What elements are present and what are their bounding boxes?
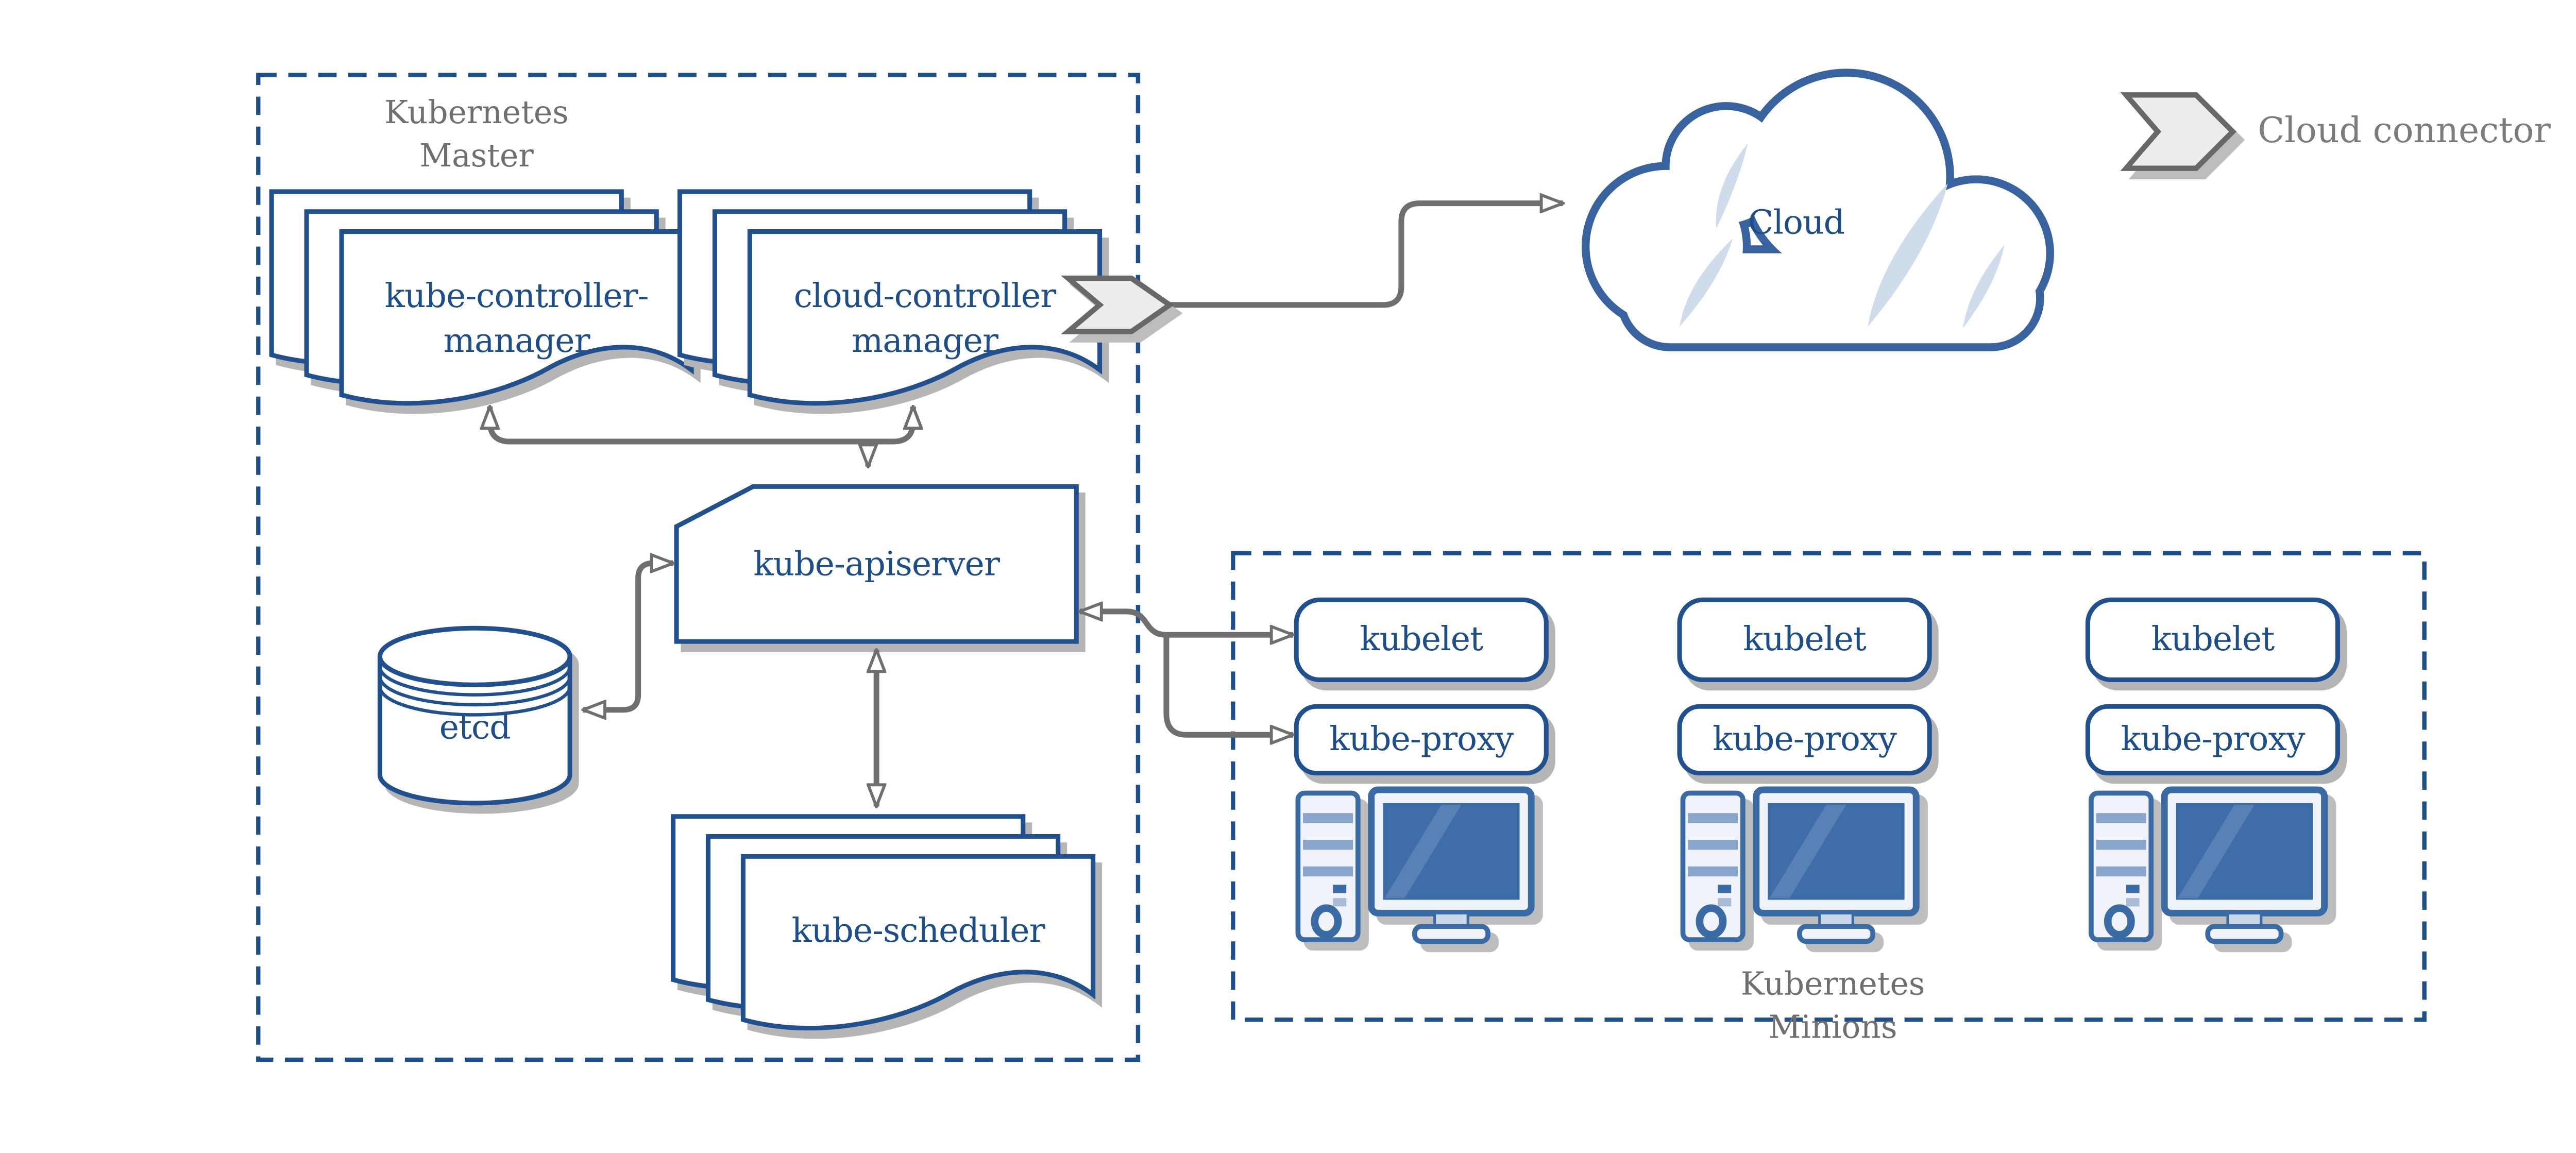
kube-apiserver-node: kube-apiserver xyxy=(674,484,1079,644)
kube-proxy-label: kube-proxy xyxy=(2121,720,2305,758)
cloud-node: Cloud xyxy=(1582,69,2054,351)
cloud-highlight-1 xyxy=(1716,143,1748,229)
apiserver-kube-proxy-arrow xyxy=(1163,633,1293,735)
kube-controller-manager-label-line1: kube-controller- xyxy=(385,277,649,315)
apiserver-kubelet-arrow xyxy=(1080,612,1293,635)
kube-proxy-label: kube-proxy xyxy=(1329,720,1514,758)
cloud-highlight-3 xyxy=(1868,183,1948,327)
kubernetes-architecture-diagram: kube-controller- manager cloud-controlle… xyxy=(256,69,2551,1062)
legend-label: Cloud connector xyxy=(2258,110,2551,151)
cloud-highlight-4 xyxy=(1962,245,2005,329)
minion-node-1: kubelet kube-proxy xyxy=(1294,597,1549,941)
kube-apiserver-label: kube-apiserver xyxy=(753,545,1000,584)
cloud-controller-manager-label-line1: cloud-controller xyxy=(794,277,1056,315)
cloud-connector-chevron-icon xyxy=(1060,275,1175,334)
kube-scheduler-label: kube-scheduler xyxy=(791,911,1045,950)
minions-title-line1: Kubernetes xyxy=(1741,966,1925,1003)
minions-title-line2: Minions xyxy=(1769,1009,1897,1046)
cloud-highlight-2 xyxy=(1680,238,1733,327)
kubelet-label: kubelet xyxy=(2151,620,2275,658)
legend-chevron-icon xyxy=(2120,92,2237,171)
kubelet-label: kubelet xyxy=(1743,620,1867,658)
controllers-merge-arrow xyxy=(490,406,913,445)
legend: Cloud connector xyxy=(2120,92,2551,171)
cloud-controller-manager-label-line2: manager xyxy=(852,321,998,360)
etcd-label: etcd xyxy=(439,708,511,747)
etcd-node: etcd xyxy=(377,625,572,806)
master-title-line2: Master xyxy=(419,138,534,174)
apiserver-etcd-arrow xyxy=(583,563,673,710)
cloud-label: Cloud xyxy=(1748,204,1844,242)
kube-controller-manager-label-line2: manager xyxy=(444,321,590,360)
master-title-line1: Kubernetes xyxy=(384,94,569,131)
cloud-connector-arrow xyxy=(1170,204,1563,308)
kube-scheduler-node: kube-scheduler xyxy=(673,817,1093,1028)
cloud-controller-manager-node: cloud-controller manager xyxy=(680,192,1100,403)
minion-node-2: kubelet kube-proxy xyxy=(1677,597,1932,941)
kube-controller-manager-node: kube-controller- manager xyxy=(272,192,691,403)
minion-node-3: kubelet kube-proxy xyxy=(2085,597,2341,941)
kubelet-label: kubelet xyxy=(1360,620,1483,658)
kubernetes-minions-zone xyxy=(1231,551,2427,1022)
kube-proxy-label: kube-proxy xyxy=(1713,720,1897,758)
